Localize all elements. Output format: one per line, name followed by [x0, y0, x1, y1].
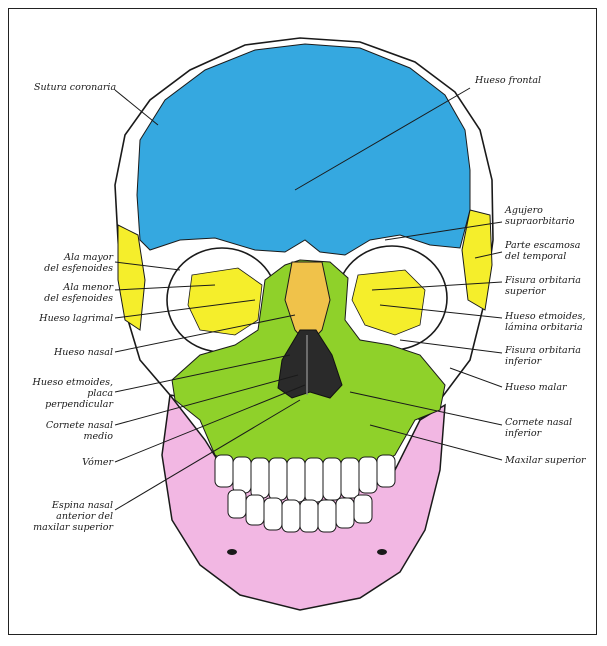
label-parte-escamosa: Parte escamosa del temporal: [505, 240, 581, 262]
label-hueso-frontal: Hueso frontal: [475, 75, 542, 86]
leader-lines: [114, 87, 503, 511]
label-hueso-lagrimal: Hueso lagrimal: [39, 313, 113, 324]
label-hueso-malar: Hueso malar: [505, 382, 567, 393]
nasal-cavity: [277, 329, 343, 399]
label-agujero-supraorbitario: Agujero supraorbitario: [505, 205, 575, 227]
label-espina-nasal: Espina nasal anterior del maxilar superi…: [33, 500, 113, 533]
label-fisura-superior: Fisura orbitaria superior: [505, 275, 581, 297]
label-cornete-inferior: Cornete nasal inferior: [505, 417, 573, 439]
label-ala-mayor: Ala mayor del esfenoides: [44, 252, 113, 274]
label-etmoides-lamina: Hueso etmoides, lámina orbitaria: [505, 311, 586, 333]
sphenoid-right: [461, 209, 493, 311]
label-cornete-medio: Cornete nasal medio: [45, 420, 113, 442]
label-sutura-coronaria: Sutura coronaria: [34, 82, 117, 93]
label-fisura-inferior: Fisura orbitaria inferior: [505, 345, 581, 367]
sphenoid-orbit-left: [187, 267, 263, 336]
label-ala-menor: Ala menor del esfenoides: [44, 282, 113, 304]
frontal-bone: [136, 43, 471, 256]
teeth: [214, 454, 396, 533]
sphenoid-orbit-right: [351, 269, 426, 336]
label-etmoides-placa: Hueso etmoides, placa perpendicular: [32, 377, 113, 410]
sphenoid-left: [117, 224, 146, 331]
label-vomer: Vómer: [82, 457, 113, 468]
mental-foramen-left: [227, 549, 237, 555]
mental-foramen-right: [377, 549, 387, 555]
label-maxilar-superior: Maxilar superior: [505, 455, 586, 466]
label-hueso-nasal: Hueso nasal: [54, 347, 113, 358]
